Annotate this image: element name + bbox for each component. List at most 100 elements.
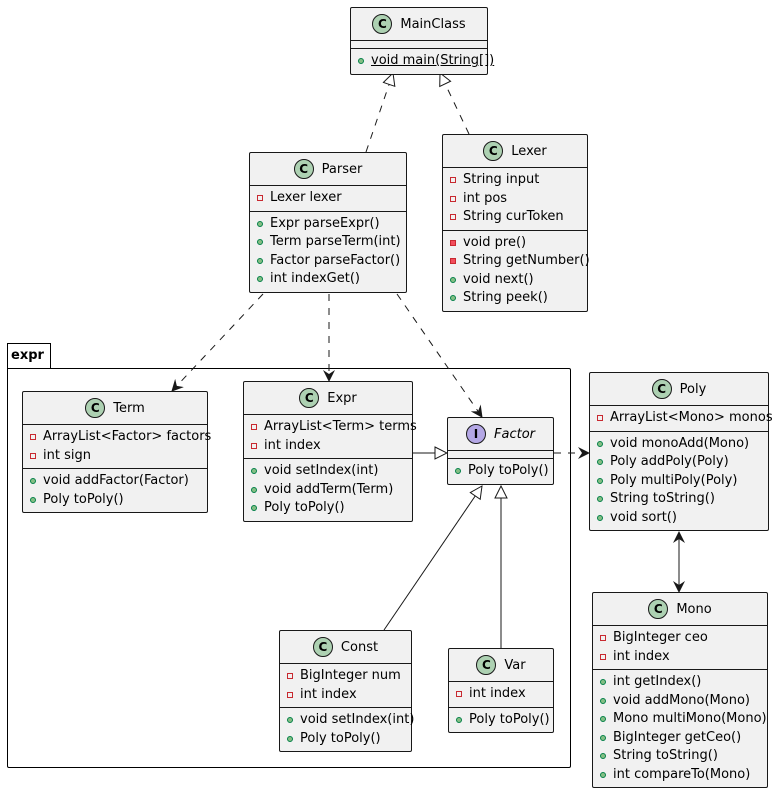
methods-section: void setIndex(int) void addTerm(Term)Poly… (244, 459, 412, 521)
member-text: Lexer lexer (270, 190, 342, 205)
member-text: Mono multiMono(Mono) (613, 711, 767, 726)
member-text: Poly toPoly() (300, 730, 381, 746)
class-name: MainClass (400, 16, 466, 32)
class-method: Poly toPoly() (23, 491, 207, 510)
class-field: ArrayList<Mono> monos (590, 409, 773, 428)
public-visibility-icon (358, 58, 364, 65)
class-method: void main(String[]) (351, 52, 494, 71)
public-visibility-icon (450, 295, 456, 302)
class-field: BigInteger ceo (593, 629, 767, 648)
class-icon: C (483, 141, 504, 161)
member-text: Poly multiPoly(Poly) (610, 472, 738, 488)
private-visibility-icon (251, 424, 257, 431)
public-visibility-icon (450, 276, 456, 283)
member-text: Poly addPoly(Poly) (610, 454, 729, 469)
private-visibility-icon (597, 415, 603, 422)
member-text: void setIndex(int) (264, 463, 379, 478)
class-method: String toString() (593, 747, 767, 766)
private-visibility-icon (450, 195, 456, 202)
class-icon: C (372, 14, 393, 34)
member-text: ArrayList<Mono> monos (610, 410, 773, 425)
edge-lexer-mainclass (440, 73, 470, 135)
public-visibility-icon (600, 734, 606, 741)
class-field: String curToken (443, 208, 587, 227)
class-name: Parser (321, 161, 363, 177)
class-method: void addTerm(Term) (244, 481, 412, 500)
private-visibility-icon (456, 691, 462, 698)
member-text: String getNumber() (463, 253, 590, 268)
public-visibility-icon (30, 478, 36, 485)
class-method: void monoAdd(Mono) (590, 435, 768, 454)
member-text: Poly toPoly() (43, 491, 124, 507)
private-visibility-icon (30, 452, 36, 459)
methods-section: void setIndex(int) Poly toPoly() (280, 708, 415, 751)
private-visibility-icon (600, 635, 606, 642)
class-method: String toString() (590, 490, 768, 509)
public-visibility-icon (600, 697, 606, 704)
class-icon: C (648, 599, 669, 619)
public-visibility-icon (600, 771, 606, 778)
class-field: Lexer lexer (250, 189, 406, 208)
class-name: Poly (679, 381, 707, 397)
class-field: ArrayList<Factor> factors (23, 428, 211, 447)
member-text: Poly toPoly() (469, 711, 550, 727)
private-visibility-icon (251, 442, 257, 449)
member-text: BigInteger num (300, 668, 401, 683)
public-visibility-icon (251, 468, 257, 475)
edge-parser-factor (396, 293, 483, 418)
methods-section: Poly toPoly() (449, 708, 553, 733)
class-method: Expr parseExpr() (250, 215, 406, 234)
member-text: String toString() (613, 748, 718, 763)
member-text: int indexGet() (270, 271, 360, 286)
class-name: Mono (676, 601, 712, 617)
member-text: Poly toPoly() (264, 500, 345, 515)
member-text: void addMono(Mono) (613, 692, 750, 708)
class-method: Poly toPoly() (448, 462, 553, 481)
member-text: Factor parseFactor() (270, 252, 401, 268)
class-icon: C (476, 655, 497, 675)
class-method: int indexGet() (250, 270, 406, 289)
member-text: BigInteger getCeo() (613, 729, 742, 745)
class-method: Poly toPoly() (244, 499, 412, 518)
class-icon: C (299, 388, 320, 408)
member-text: int getIndex() (613, 674, 702, 689)
class-icon: C (651, 379, 672, 399)
class-method: Term parseTerm(int) (250, 233, 406, 252)
methods-section: void monoAdd(Mono) Poly addPoly(Poly) Poly… (590, 432, 768, 531)
class-name: Expr (327, 390, 357, 406)
package-name: expr (11, 348, 44, 363)
member-text: void setIndex(int) (300, 712, 415, 727)
class-method: Poly multiPoly(Poly) (590, 472, 768, 491)
member-text: void next() (463, 271, 534, 287)
public-visibility-icon (597, 514, 603, 521)
package-expr (7, 368, 571, 768)
public-visibility-icon (600, 753, 606, 760)
public-visibility-icon (287, 717, 293, 724)
member-text: Expr parseExpr() (270, 215, 380, 231)
interface-icon: I (466, 424, 486, 444)
public-visibility-icon (597, 477, 603, 484)
public-visibility-icon (257, 276, 263, 283)
member-text: String input (463, 172, 540, 187)
methods-section: void addFactor(Factor)Poly toPoly() (23, 469, 207, 512)
public-visibility-icon (251, 486, 257, 493)
member-text: void monoAdd(Mono) (610, 435, 750, 451)
public-visibility-icon (600, 716, 606, 723)
member-text: int pos (463, 190, 508, 206)
public-visibility-icon (597, 440, 603, 447)
edge-parser-term (171, 293, 264, 392)
class-method: Factor parseFactor() (250, 252, 406, 271)
class-field: int index (593, 648, 767, 667)
class-name: Lexer (511, 143, 547, 159)
class-method: Poly addPoly(Poly) (590, 453, 768, 472)
class-method: Poly toPoly() (449, 711, 553, 730)
member-text: int index (264, 437, 321, 453)
member-text: int compareTo(Mono) (613, 766, 751, 782)
